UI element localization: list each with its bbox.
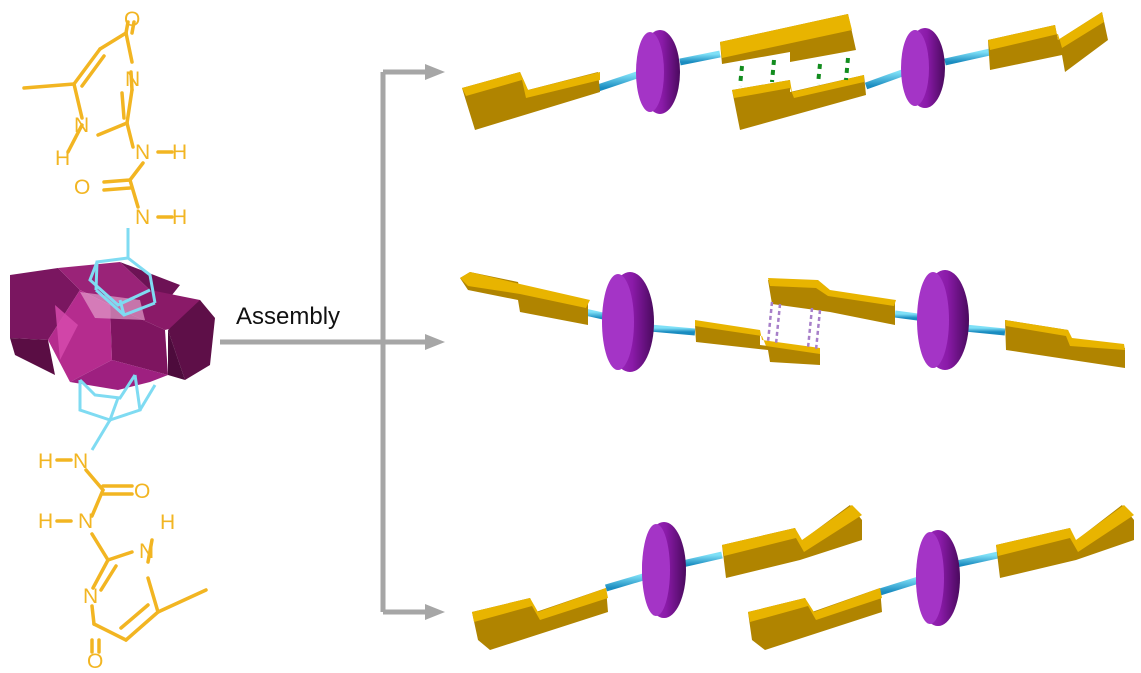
hbond-dimer [462,12,1108,130]
atom-n-8: N [83,585,98,608]
polyoxometalate-cluster [10,262,215,390]
atom-o-3: O [134,480,150,503]
upper-pyrimidinone [22,20,136,154]
atom-h-5: H [38,510,53,533]
adamantane-linkers [78,228,157,451]
atom-o-2: O [74,176,90,199]
branch-arrow [220,64,445,620]
atom-n-7: N [139,540,154,563]
lower-pyrimidinone [90,532,208,654]
atom-h-4: H [38,450,53,473]
atom-labels: O N N H N H O N H H N O H N H N N O [38,8,187,673]
atom-n-6: N [78,510,93,533]
atom-h-3: H [172,206,187,229]
atom-h-6: H [160,511,175,534]
atom-n-5: N [73,450,88,473]
molecule-structure [22,20,208,654]
atom-n-3: N [135,141,150,164]
atom-n-1: N [125,68,140,91]
unpaired-chains [472,505,1134,650]
lower-urea [55,458,134,523]
atom-n-4: N [135,206,150,229]
atom-h-2: H [172,141,187,164]
atom-o-top: O [124,8,140,31]
atom-h-1: H [55,147,70,170]
atom-n-2: N [74,114,89,137]
stacked-dimer [460,270,1125,372]
upper-urea [102,150,174,219]
atom-o-4: O [87,650,103,673]
assembly-label: Assembly [236,303,340,330]
